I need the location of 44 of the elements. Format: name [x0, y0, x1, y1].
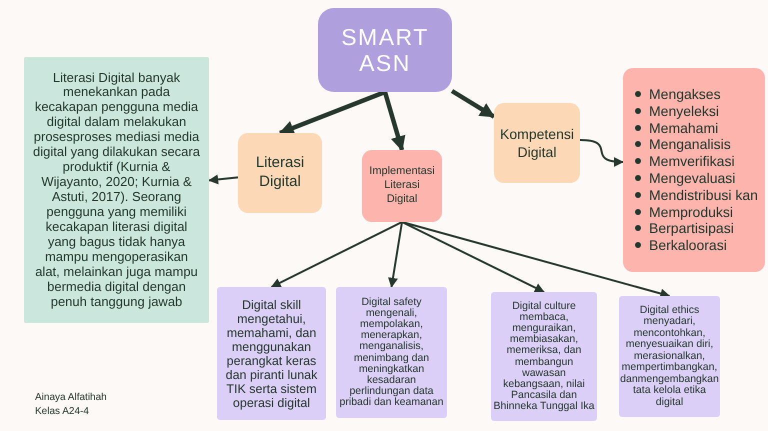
box-label: Kompetensi Digital [499, 124, 575, 162]
list-box [623, 68, 765, 272]
arrow [388, 222, 403, 288]
detail-box [619, 296, 720, 417]
topic-box [318, 8, 452, 92]
list-item: Mengakses [649, 86, 721, 103]
list-item: Memproduksi [649, 204, 734, 220]
detail-text: membaca, menguraikan, membiasakan, memeriksa, dan membangun wawasan kebangsaan, nilai Pancasila dan Bhinneka Tunggal Ika [492, 312, 596, 412]
detail-heading: Digital skill [242, 298, 302, 312]
subtopic-box [494, 103, 580, 183]
arrow [382, 91, 406, 152]
detail-text: mengenali, mempolakan, menerapkan, menganalisis, menimbang dan meningkatkan kesadaran perlindungan data pribadi dan keamanan [338, 308, 444, 408]
detail-box [491, 292, 597, 421]
list-item: Mendistribusi kan [649, 186, 758, 204]
list-item: Menyeleksi [649, 102, 720, 120]
arrow [208, 174, 238, 184]
author-name: Ainaya Alfatihah [35, 391, 107, 404]
class-label: Kelas A24-4 [35, 405, 89, 418]
arrow [580, 139, 624, 166]
detail-heading: Digital ethics [640, 304, 700, 316]
list-item: Mengevaluasi [649, 170, 736, 187]
arrow [278, 90, 386, 136]
description-text: Literasi Digital banyak menekankan pada kecakapan pengguna media digital dalam melakukan prosesproses mediasi media digital yang dilakukan secara produktif (Kurnia & Wijayanto, 2020; Kurnia & Astuti, 2017). Seorang pengguna yang memiliki kecakapan literasi digital yang bagus tidak hanya mampu mengoperasikan alat, melainkan juga mampu bermedia digital dengan penuh tanggung jawab [32, 70, 201, 310]
arrow [270, 221, 402, 288]
detail-text: mengetahui, memahami, dan menggunakan perangkat keras dan piranti lunak TIK serta sistem operasi digital [224, 312, 318, 410]
topic-title: SMART ASN [340, 24, 430, 76]
arrow [402, 221, 670, 298]
arrow [402, 221, 545, 293]
detail-heading: Digital safety [361, 296, 422, 308]
list-item: Memverifikasi [649, 153, 735, 170]
list-item: Menganalisis [649, 136, 731, 154]
description-box [24, 57, 209, 323]
subtopic-box [238, 133, 322, 213]
list-item: Berpartisipasi [649, 220, 734, 238]
arrow [450, 89, 496, 119]
detail-text: menyadari, mencontohkan, menyesuaikan diri, merasionalkan, mempertimbangkan, danmengembangkan tata kelola etika digital [620, 316, 719, 408]
detail-box [217, 287, 326, 420]
detail-heading: Digital culture [512, 300, 576, 312]
box-label: Literasi Digital [254, 154, 306, 192]
list-item: Memahami [649, 120, 718, 136]
list-item: Berkaloorasi [649, 237, 727, 254]
subtopic-box [362, 150, 442, 222]
detail-box [336, 287, 447, 418]
box-label: Implementasi Literasi Digital [368, 165, 436, 207]
